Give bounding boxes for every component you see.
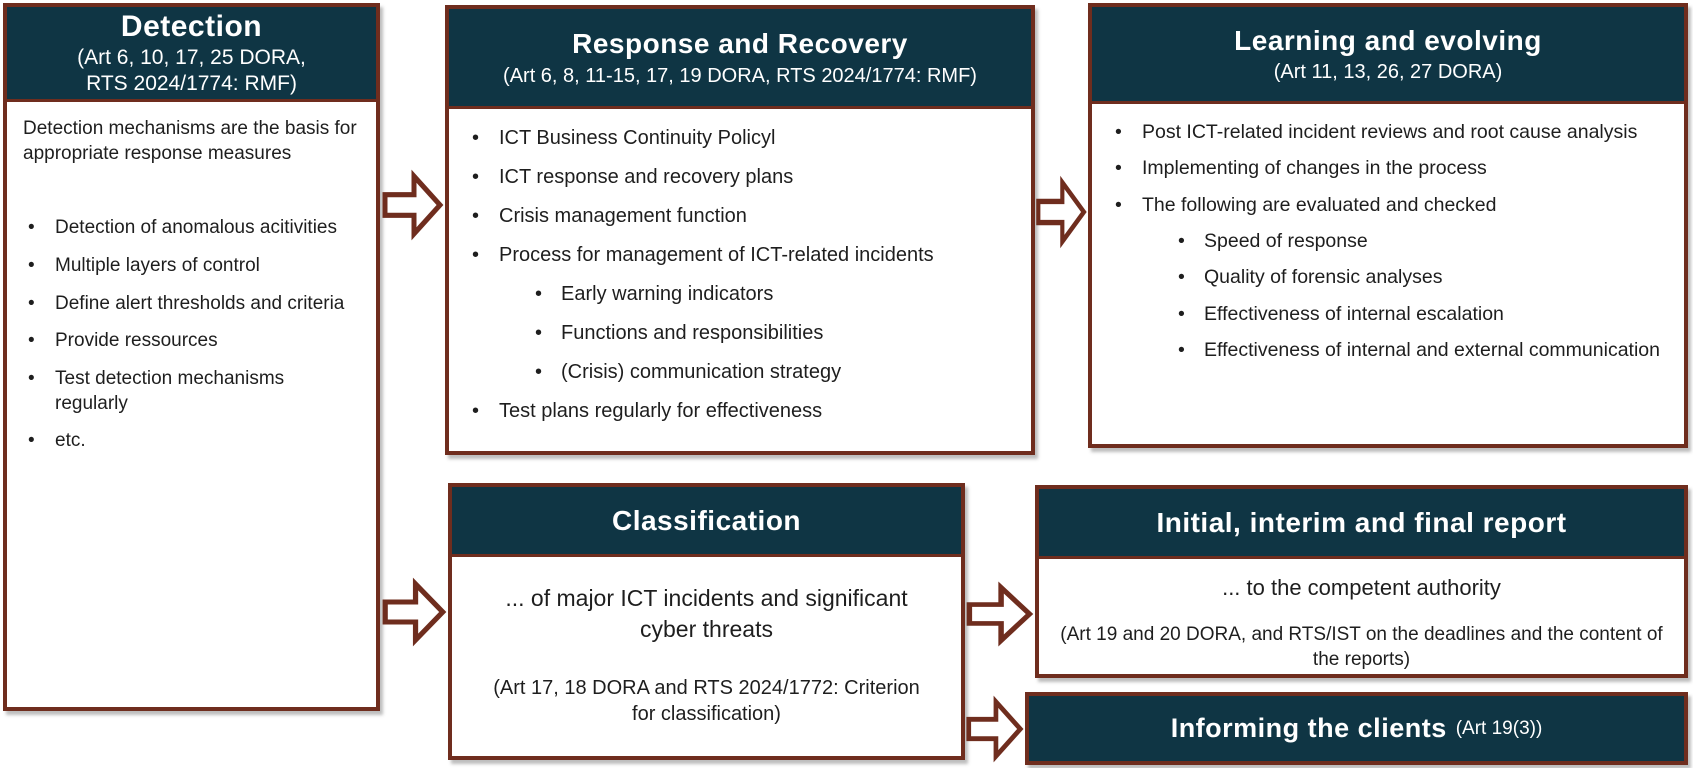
flow-arrow-detection-to-classification-icon [381,576,448,648]
learning-evolving-bullet-list: Post ICT-related incident reviews and ro… [1106,120,1674,364]
report-title: Initial, interim and final report [1156,506,1567,538]
sub-list-item: (Crisis) communication strategy [529,359,1019,385]
flow-arrow-classification-to-report-icon [965,580,1035,648]
sub-list: Early warning indicatorsFunctions and re… [529,281,1019,385]
classification-box: Classification ... of major ICT incident… [448,483,965,760]
classification-reference-text: (Art 17, 18 DORA and RTS 2024/1772: Crit… [493,677,920,726]
flow-arrow-detection-to-response-icon [381,168,445,242]
response-recovery-box: Response and Recovery (Art 6, 8, 11-15, … [445,5,1035,455]
detection-title: Detection [120,10,263,44]
report-body-text: ... to the competent authority [1222,575,1501,600]
report-header: Initial, interim and final report [1039,489,1684,559]
list-item: etc. [19,429,360,454]
informing-clients-title: Informing the clients [1170,713,1447,743]
list-item: Provide ressources [19,329,360,354]
report-box: Initial, interim and final report ... to… [1035,485,1688,678]
detection-subtitle-line2: RTS 2024/1774: RMF) [86,72,297,95]
learning-evolving-title: Learning and evolving [1234,24,1542,56]
detection-box: Detection (Art 6, 10, 17, 25 DORA, RTS 2… [3,3,380,711]
informing-clients-box: Informing the clients (Art 19(3)) [1025,692,1688,765]
learning-evolving-box: Learning and evolving (Art 11, 13, 26, 2… [1088,3,1688,448]
list-item: Define alert thresholds and criteria [19,292,360,317]
classification-body: ... of major ICT incidents and significa… [452,557,961,727]
report-body: ... to the competent authority (Art 19 a… [1039,559,1684,672]
response-recovery-bullet-list: ICT Business Continuity PolicylICT respo… [463,125,1019,424]
detection-subtitle-line1: (Art 6, 10, 17, 25 DORA, [77,46,306,70]
detection-intro-text: Detection mechanisms are the basis for a… [23,118,357,165]
classification-header: Classification [452,487,961,557]
detection-body: Detection mechanisms are the basis for a… [7,102,376,454]
learning-evolving-header: Learning and evolving (Art 11, 13, 26, 2… [1092,7,1684,104]
report-reference-text: (Art 19 and 20 DORA, and RTS/IST on the … [1060,624,1663,670]
sub-list-item: Speed of response [1172,229,1674,255]
flow-arrow-response-to-learning-icon [1035,174,1088,250]
list-item: Crisis management function [463,203,1019,229]
classification-body-text: ... of major ICT incidents and significa… [505,585,908,643]
sub-list: Speed of responseQuality of forensic ana… [1172,229,1674,364]
detection-header: Detection (Art 6, 10, 17, 25 DORA, RTS 2… [7,7,376,102]
response-recovery-header: Response and Recovery (Art 6, 8, 11-15, … [449,9,1031,109]
sub-list-item: Functions and responsibilities [529,320,1019,346]
list-item: Detection of anomalous acitivities [19,216,360,241]
response-recovery-body: ICT Business Continuity PolicylICT respo… [449,109,1031,424]
list-item: The following are evaluated and checkedS… [1106,193,1674,364]
flow-arrow-to-informing-clients-icon [965,694,1025,764]
list-item: Process for management of ICT-related in… [463,242,1019,385]
sub-list-item: Effectiveness of internal and external c… [1172,338,1674,364]
sub-list-item: Quality of forensic analyses [1172,265,1674,291]
sub-list-item: Effectiveness of internal escalation [1172,302,1674,328]
list-item: Test plans regularly for effectiveness [463,398,1019,424]
learning-evolving-body: Post ICT-related incident reviews and ro… [1092,104,1684,364]
classification-title: Classification [611,504,802,536]
learning-evolving-subtitle: (Art 11, 13, 26, 27 DORA) [1273,61,1503,84]
response-recovery-title: Response and Recovery [572,28,908,59]
list-item: ICT Business Continuity Policyl [463,125,1019,151]
list-item: Test detection mechanisms regularly [19,367,360,416]
list-item: Implementing of changes in the process [1106,156,1674,182]
detection-bullet-list: Detection of anomalous acitivitiesMultip… [19,216,360,454]
response-recovery-subtitle: (Art 6, 8, 11-15, 17, 19 DORA, RTS 2024/… [503,64,977,87]
sub-list-item: Early warning indicators [529,281,1019,307]
list-item: Post ICT-related incident reviews and ro… [1106,120,1674,146]
list-item: Multiple layers of control [19,254,360,279]
informing-clients-reference: (Art 19(3)) [1455,717,1543,739]
list-item: ICT response and recovery plans [463,164,1019,190]
